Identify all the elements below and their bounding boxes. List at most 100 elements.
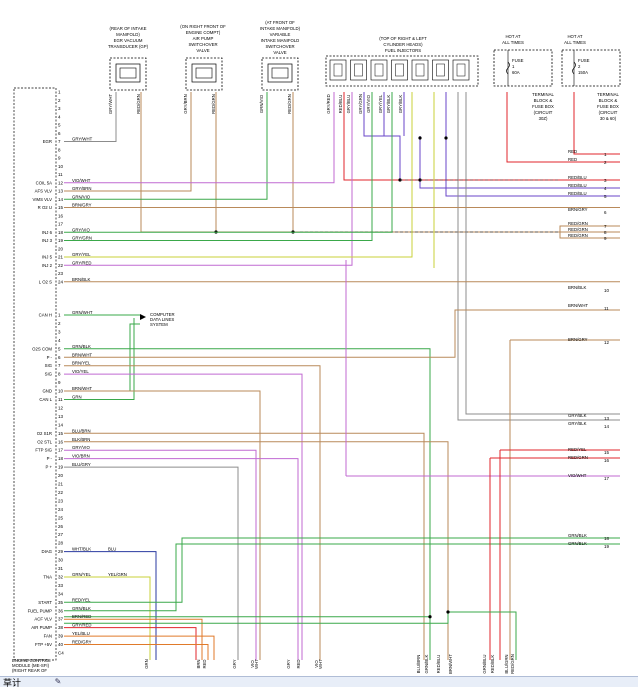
left-wire-label: BRN/BLK xyxy=(72,277,91,282)
ecm-pin-number: 23 xyxy=(58,271,64,276)
ecm-pin-number: 32 xyxy=(58,574,64,579)
wire-red-1 xyxy=(506,92,620,163)
ecm-pin-number: C4 xyxy=(58,651,64,656)
wire-grn-can xyxy=(64,318,135,400)
ecm-pin-name: SIG xyxy=(45,372,53,377)
ecm-pin-name: INJ 2 xyxy=(42,263,53,268)
ecm-pin-number: 21 xyxy=(58,482,64,487)
right-wire-label: BRN/WHT xyxy=(568,303,588,308)
bottom-wire-label: RED/GRN xyxy=(510,654,515,674)
ecm-pin-number: 34 xyxy=(58,591,64,596)
left-wire-label: GRY/RED xyxy=(72,623,92,628)
wire-blu-brn xyxy=(64,432,425,660)
splice-dot xyxy=(444,136,448,140)
ecm-pin-number: 4 xyxy=(58,338,61,343)
bottom-wire-label: GRN/BLU xyxy=(482,654,487,673)
ecm-pin-name: INJ 5 xyxy=(42,255,53,260)
right-wire-label: RED xyxy=(568,157,577,162)
ecm-pin-number: 6 xyxy=(58,355,61,360)
right-wire-label: GRY/BLK xyxy=(568,421,587,426)
left-wire-label: VIO/BRN xyxy=(72,454,90,459)
top-wire-label: GRY/BRN xyxy=(183,94,188,114)
right-wire-label: GRN/BLK xyxy=(568,541,587,546)
ecm-pin-number: 14 xyxy=(58,422,64,427)
arrow-icon xyxy=(140,314,146,320)
bottom-wire-label: BRN/WHT xyxy=(448,654,453,674)
right-wire-label: RED/GRN xyxy=(568,233,588,238)
right-wire-label: VIO/WHT xyxy=(568,473,587,478)
left-wire-label: BRN/WHT xyxy=(72,352,92,357)
ecm-pin-number: 15 xyxy=(58,431,64,436)
bottom-wire-label: WHT xyxy=(318,659,323,669)
bottom-wire-label: VIO xyxy=(250,660,255,668)
ecm-pin-number: 38 xyxy=(58,625,64,630)
wire-brn-wht-2 xyxy=(64,390,261,660)
top-wire-label: GRY/VIO xyxy=(366,94,371,112)
right-terminal-number: 1 xyxy=(604,152,607,157)
ecm-pin-number: 11 xyxy=(58,397,63,402)
left-wire-label: GRN/BLK xyxy=(72,344,91,349)
wire-red-blu xyxy=(363,92,401,180)
ecm-pin-number: 21 xyxy=(58,255,64,260)
right-terminal-number: 19 xyxy=(604,544,610,549)
right-wire-label: RED xyxy=(568,149,577,154)
ecm-pin-number: 28 xyxy=(58,541,64,546)
ecm-pin-name: FAN xyxy=(44,634,52,639)
ecm-pin-number: 5 xyxy=(58,346,61,351)
wire-gry-red-2 xyxy=(64,627,197,660)
status-bar: 草计 ✎ xyxy=(0,676,638,689)
ecm-pin-number: 18 xyxy=(58,230,64,235)
wire-red-grn-9 xyxy=(559,232,620,239)
ecm-pin-number: 7 xyxy=(58,363,61,368)
right-wire-label: GRN/BLK xyxy=(568,533,587,538)
wire-vio-brn xyxy=(64,458,299,660)
injector-cell xyxy=(411,59,429,81)
wire-gry-yel xyxy=(64,92,413,258)
ecm-pin-number: 17 xyxy=(58,448,64,453)
ecm-pin-number: 22 xyxy=(58,263,64,268)
right-terminal-number: 10 xyxy=(604,288,610,293)
injector-coil xyxy=(436,63,445,77)
top-wire-label: RED/GRN xyxy=(287,94,292,114)
ecm-pin-number: 14 xyxy=(58,197,64,202)
ecm-pin-name: FTP +5V xyxy=(35,642,52,647)
ecm-pin-number: 1 xyxy=(58,313,61,318)
ecm-pin-name: CAN L xyxy=(39,397,52,402)
ecm-pin-number: 30 xyxy=(58,558,64,563)
ecm-pin-name: O2S COM xyxy=(32,346,52,351)
injector-coil xyxy=(395,63,404,77)
ecm-pin-number: 13 xyxy=(58,189,64,194)
wire-grn-blk xyxy=(64,348,431,660)
left-wire-label: RED/YEL xyxy=(72,597,91,602)
ecm-pin-number: 16 xyxy=(58,213,64,218)
left-wire-label: WHT/BLK xyxy=(72,547,91,552)
ecm-pin-number: 29 xyxy=(58,549,64,554)
left-wire-label: GRY/VIO xyxy=(72,445,90,450)
ecm-pin-name: TNA xyxy=(43,574,52,579)
injector-coil xyxy=(415,63,425,77)
right-terminal-number: 3 xyxy=(604,178,607,183)
injector-coil xyxy=(374,63,384,77)
wire-gry-wht xyxy=(64,92,117,142)
left-wire-label: BLK/BRN xyxy=(72,437,90,442)
wire-grn-vio xyxy=(64,92,268,200)
left-wire-label: YEL/BLU xyxy=(72,631,90,636)
left-wire-label: GRN/VIO xyxy=(72,194,91,199)
ecm-pin-name: AFS VLV xyxy=(35,189,52,194)
pen-icon[interactable]: ✎ xyxy=(54,677,62,686)
left-wire-label: VIO/WHT xyxy=(72,178,91,183)
ecm-pin-number: 3 xyxy=(58,106,61,111)
wire-wht-blk xyxy=(64,551,157,660)
right-wire-label: RED/BLU xyxy=(568,183,587,188)
injector-coil xyxy=(456,63,466,77)
